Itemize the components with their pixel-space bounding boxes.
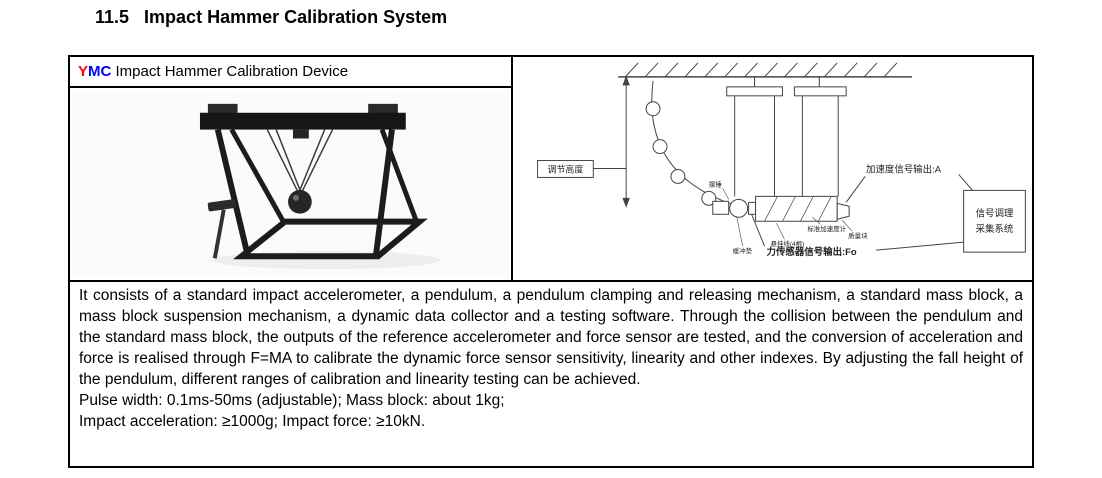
pendulum-swing-arc	[645, 80, 739, 207]
section-title: Impact Hammer Calibration System	[144, 7, 448, 27]
section-heading: 11.5 Impact Hammer Calibration System	[95, 7, 447, 28]
product-photo	[72, 90, 509, 278]
product-photo-cell	[70, 88, 511, 280]
force-leader-line	[751, 214, 765, 247]
pendulum-part-label: 摆锤	[709, 179, 722, 188]
accel-output-label: 加速度信号输出:A	[866, 163, 942, 175]
force-sensor	[748, 201, 757, 215]
brand-letter-y: Y	[78, 63, 89, 80]
spec-impact: Impact acceleration: ≥1000g; Impact forc…	[79, 413, 426, 430]
table-top-row: YMC Impact Hammer Calibration Device	[70, 57, 1032, 280]
accel-to-box-line	[958, 174, 973, 191]
adjust-height-label: 调节高度	[548, 163, 584, 174]
base-frame	[232, 218, 428, 260]
accelerometer-part-label: 标准加速度计	[807, 224, 846, 233]
buffer-part-label: 缓冲垫	[733, 246, 753, 255]
force-to-box-line	[875, 241, 964, 251]
pendulum-ball	[287, 189, 312, 214]
top-beam	[199, 112, 406, 130]
pendulum-clamp	[712, 200, 730, 215]
table-left-column: YMC Impact Hammer Calibration Device	[70, 57, 513, 280]
product-title-cell: YMC Impact Hammer Calibration Device	[70, 57, 511, 88]
spec-pulse-mass: Pulse width: 0.1ms-50ms (adjustable); Ma…	[79, 392, 505, 409]
brand-letters-mc: MC	[88, 63, 112, 80]
force-output-label: 力传感器信号输出:Fo	[767, 246, 857, 258]
signal-box	[963, 189, 1026, 253]
reference-accelerometer	[836, 202, 850, 220]
schematic-diagram: 调节高度 加速度信号输出:A 信号调理 采集系统 力传感器信号输出:Fo 摆锤 …	[537, 62, 1026, 258]
calibration-frame	[199, 103, 428, 260]
pendulum-wires	[266, 129, 333, 196]
suspension-part-label: 悬挂线(4根)	[771, 239, 805, 248]
signal-box-label-line2: 采集系统	[976, 223, 1014, 235]
mass-block-schematic	[755, 195, 838, 222]
impact-hammer	[207, 199, 236, 259]
ceiling-line	[618, 62, 912, 78]
height-dimension-line	[593, 75, 630, 208]
ball-highlight	[292, 194, 299, 201]
section-number: 11.5	[95, 7, 130, 27]
adjust-height-label-box	[537, 160, 594, 178]
suspension-assembly	[726, 76, 847, 197]
accel-leader-line	[845, 176, 866, 203]
product-name: Impact Hammer Calibration Device	[111, 63, 349, 80]
mass-block-part-label: 质量块	[848, 231, 868, 240]
description-cell: It consists of a standard impact acceler…	[70, 280, 1032, 466]
description-paragraph: It consists of a standard impact acceler…	[79, 287, 1023, 388]
table-right-column: 调节高度 加速度信号输出:A 信号调理 采集系统 力传感器信号输出:Fo 摆锤 …	[513, 57, 1032, 280]
release-mechanism	[292, 129, 309, 139]
part-leader-lines	[722, 188, 853, 247]
product-table: YMC Impact Hammer Calibration Device	[68, 55, 1034, 468]
signal-box-label-line1: 信号调理	[976, 207, 1014, 219]
pendulum-ball-schematic	[729, 198, 749, 218]
